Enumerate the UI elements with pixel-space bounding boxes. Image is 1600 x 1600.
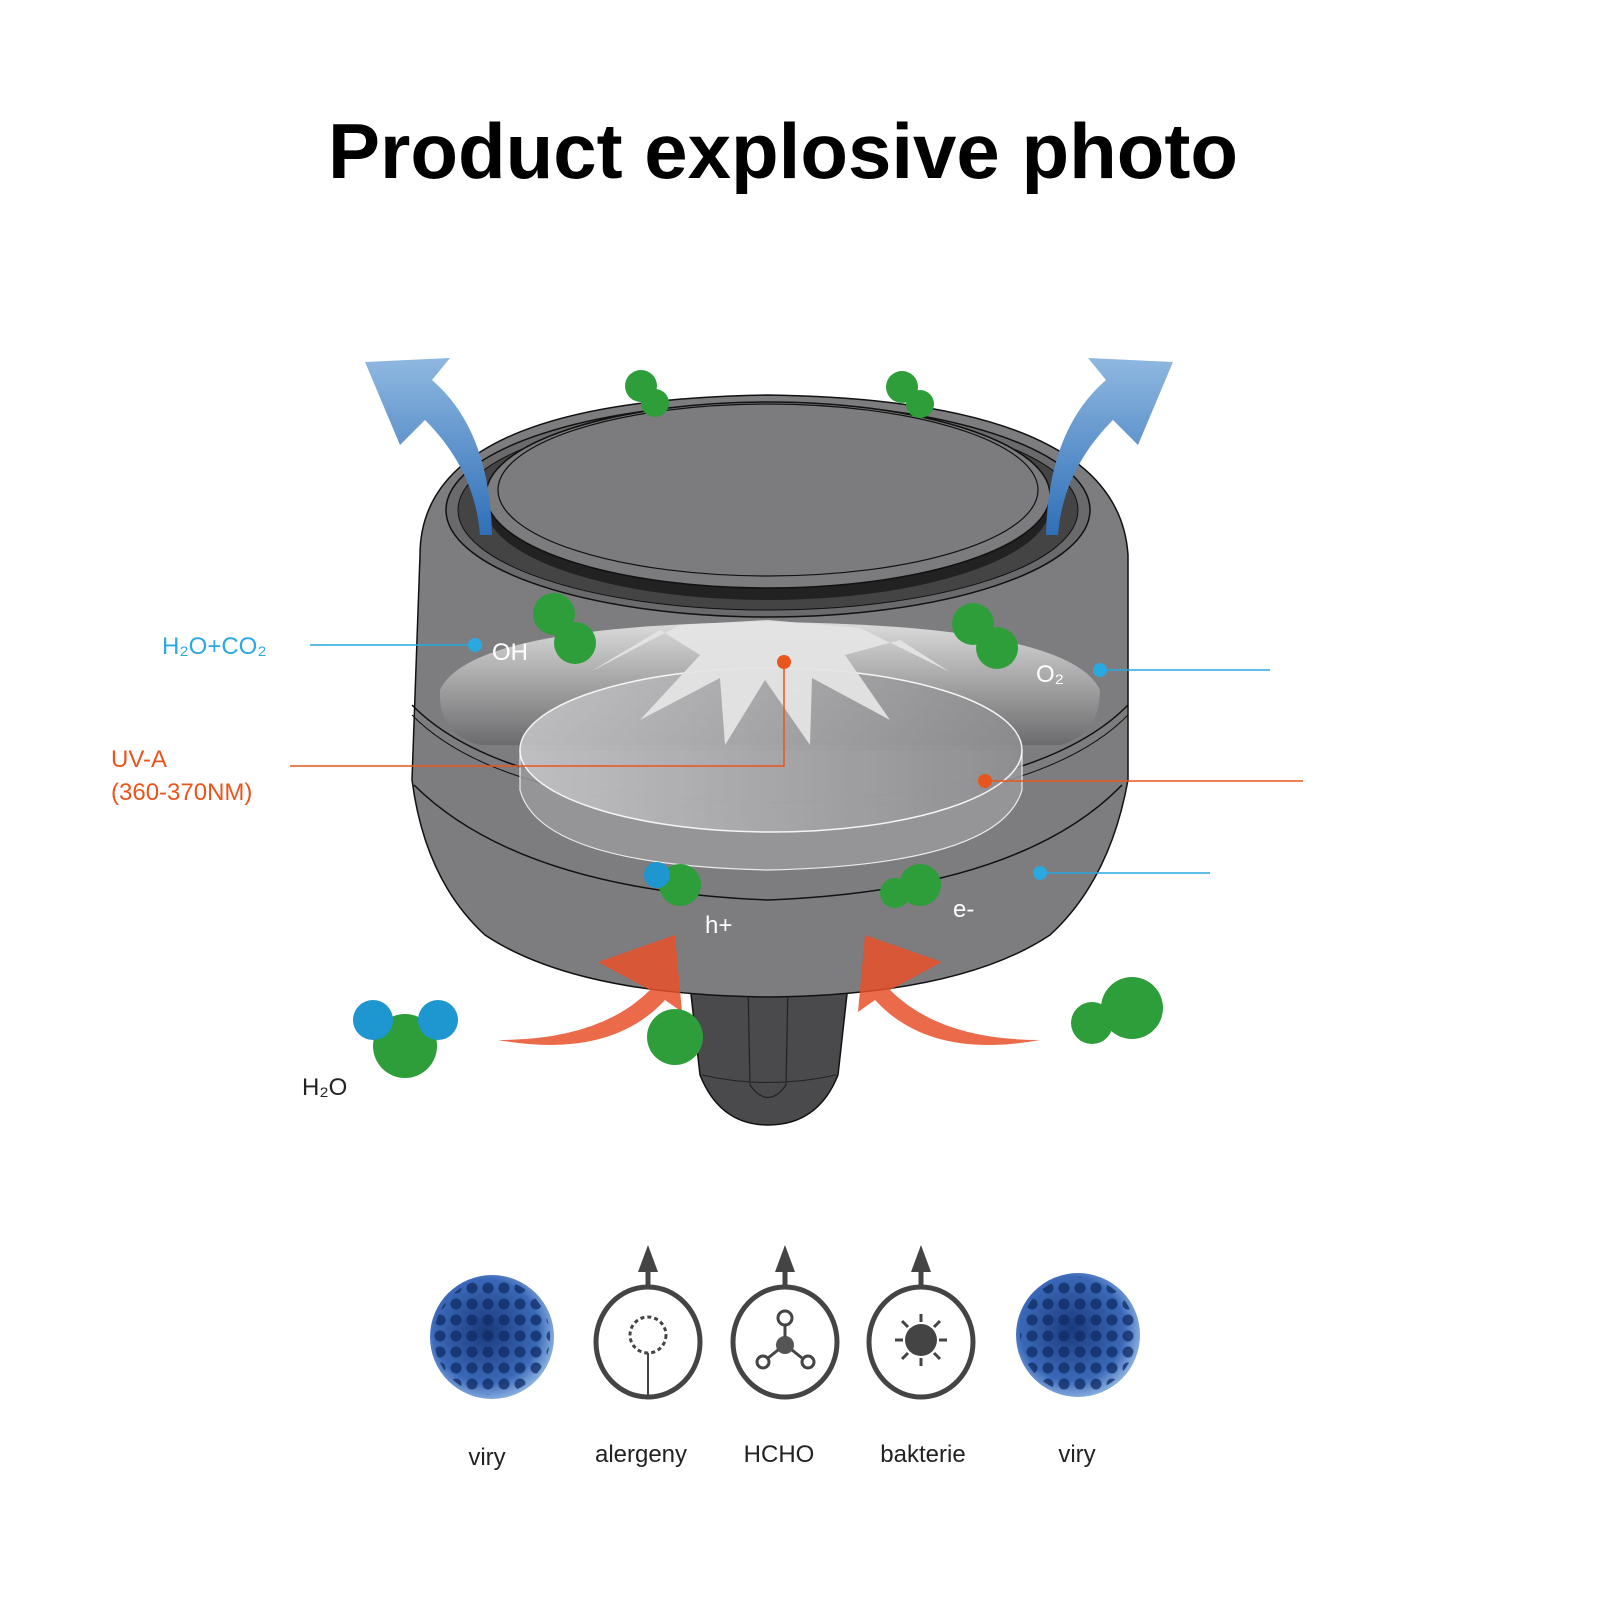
- icon-label-alergeny: alergeny: [595, 1441, 687, 1468]
- label-oh: OH: [492, 639, 528, 666]
- molecules: [353, 370, 1163, 1078]
- callout-lines: [290, 638, 1303, 880]
- virus-icon: [430, 1275, 554, 1399]
- label-h-plus: h+: [705, 912, 732, 939]
- label-h2o-co2: H₂O+CO₂: [162, 633, 267, 660]
- bacteria-icon: [866, 1245, 976, 1400]
- device-illustration: [411, 394, 1129, 1126]
- label-h2o: H₂O: [302, 1074, 347, 1101]
- label-o2: O₂: [1036, 661, 1064, 688]
- virus-icon: [1016, 1273, 1140, 1397]
- icon-label-bakterie: bakterie: [880, 1441, 965, 1468]
- icon-label-hcho: HCHO: [744, 1441, 815, 1468]
- air-in-arrow-right: [858, 935, 1040, 1045]
- page-title: Product explosive photo: [328, 107, 1238, 195]
- air-out-arrow-right: [1046, 358, 1173, 535]
- formaldehyde-icon: [730, 1245, 840, 1400]
- air-out-arrow-left: [365, 358, 492, 535]
- label-uva: UV-A: [111, 746, 167, 773]
- air-in-arrow-left: [498, 935, 682, 1045]
- icon-label-viry: viry: [468, 1444, 505, 1471]
- label-e-minus: e-: [953, 896, 974, 923]
- label-uva-range: (360-370NM): [111, 779, 252, 806]
- icon-label-viry-2: viry: [1058, 1441, 1095, 1468]
- allergen-icon: [593, 1245, 703, 1400]
